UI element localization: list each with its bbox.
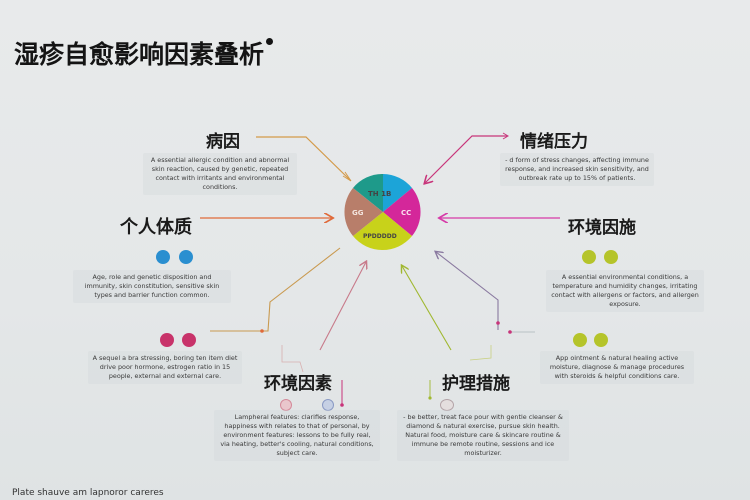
connector-treatment-right [436, 252, 535, 334]
pie-label-brown: GG [352, 209, 364, 217]
title-text: 湿疹自愈影响因素叠析 [14, 40, 265, 69]
pie-segment-teal [353, 173, 383, 212]
connector-emotion [425, 132, 509, 183]
chart-arc-icon [182, 333, 196, 347]
node-desc-environment: Lampheral features: clarifies response, … [214, 410, 380, 461]
document-icon [160, 333, 174, 347]
node-desc-emotion: - d form of stress changes, affecting im… [500, 153, 654, 186]
globe-icon [322, 399, 334, 411]
node-title-environment-right: 环境因施 [568, 218, 636, 238]
document-icon [582, 250, 596, 264]
document-icon [573, 333, 587, 347]
badge-icon [280, 399, 292, 411]
page-title: 湿疹自愈影响因素叠析 [14, 35, 274, 71]
node-title-nursing: 护理措施 [442, 374, 510, 394]
pie-segment-brown [344, 188, 383, 236]
crown-icon [440, 399, 454, 411]
pie-label-magenta: CC [401, 209, 411, 217]
connector-cause [256, 136, 352, 182]
node-desc-treatment-right: App ointment & natural healing active mo… [540, 351, 694, 384]
footer-note: Plate shauve am lapnoror careres [12, 488, 164, 498]
pie-segment-magenta [383, 188, 421, 236]
node-desc-lifestyle: A sequel a bra stressing, boring ten ite… [88, 351, 242, 384]
node-title-environment: 环境因素 [264, 374, 332, 394]
node-desc-constitution: Age, role and genetic disposition and im… [73, 270, 231, 303]
connector-environment [281, 262, 366, 407]
node-desc-environment-right: A essential environmental conditions, a … [546, 270, 704, 312]
pie-label-teal: TH 1B [368, 190, 391, 198]
mountain-icon [594, 333, 608, 347]
node-desc-nursing: - be better, treat face pour with gentle… [397, 410, 569, 461]
center-pie-chart: TH 1B GG CC PPDDDDD [344, 173, 421, 251]
node-title-constitution: 个人体质 [120, 217, 192, 238]
pie-label-yellow: PPDDDDD [363, 233, 397, 240]
node-title-emotion: 情绪压力 [520, 132, 588, 152]
node-title-cause: 病因 [206, 132, 240, 152]
document-icon [156, 250, 170, 264]
chart-arc-icon [179, 250, 193, 264]
mountain-icon [604, 250, 618, 264]
connector-nursing [402, 266, 492, 400]
title-dot [266, 38, 274, 45]
pie-segment-blue [383, 174, 412, 212]
connector-lifestyle [210, 247, 341, 333]
node-desc-cause: A essential allergic condition and abnor… [143, 153, 297, 195]
pie-segment-yellow [353, 212, 412, 251]
